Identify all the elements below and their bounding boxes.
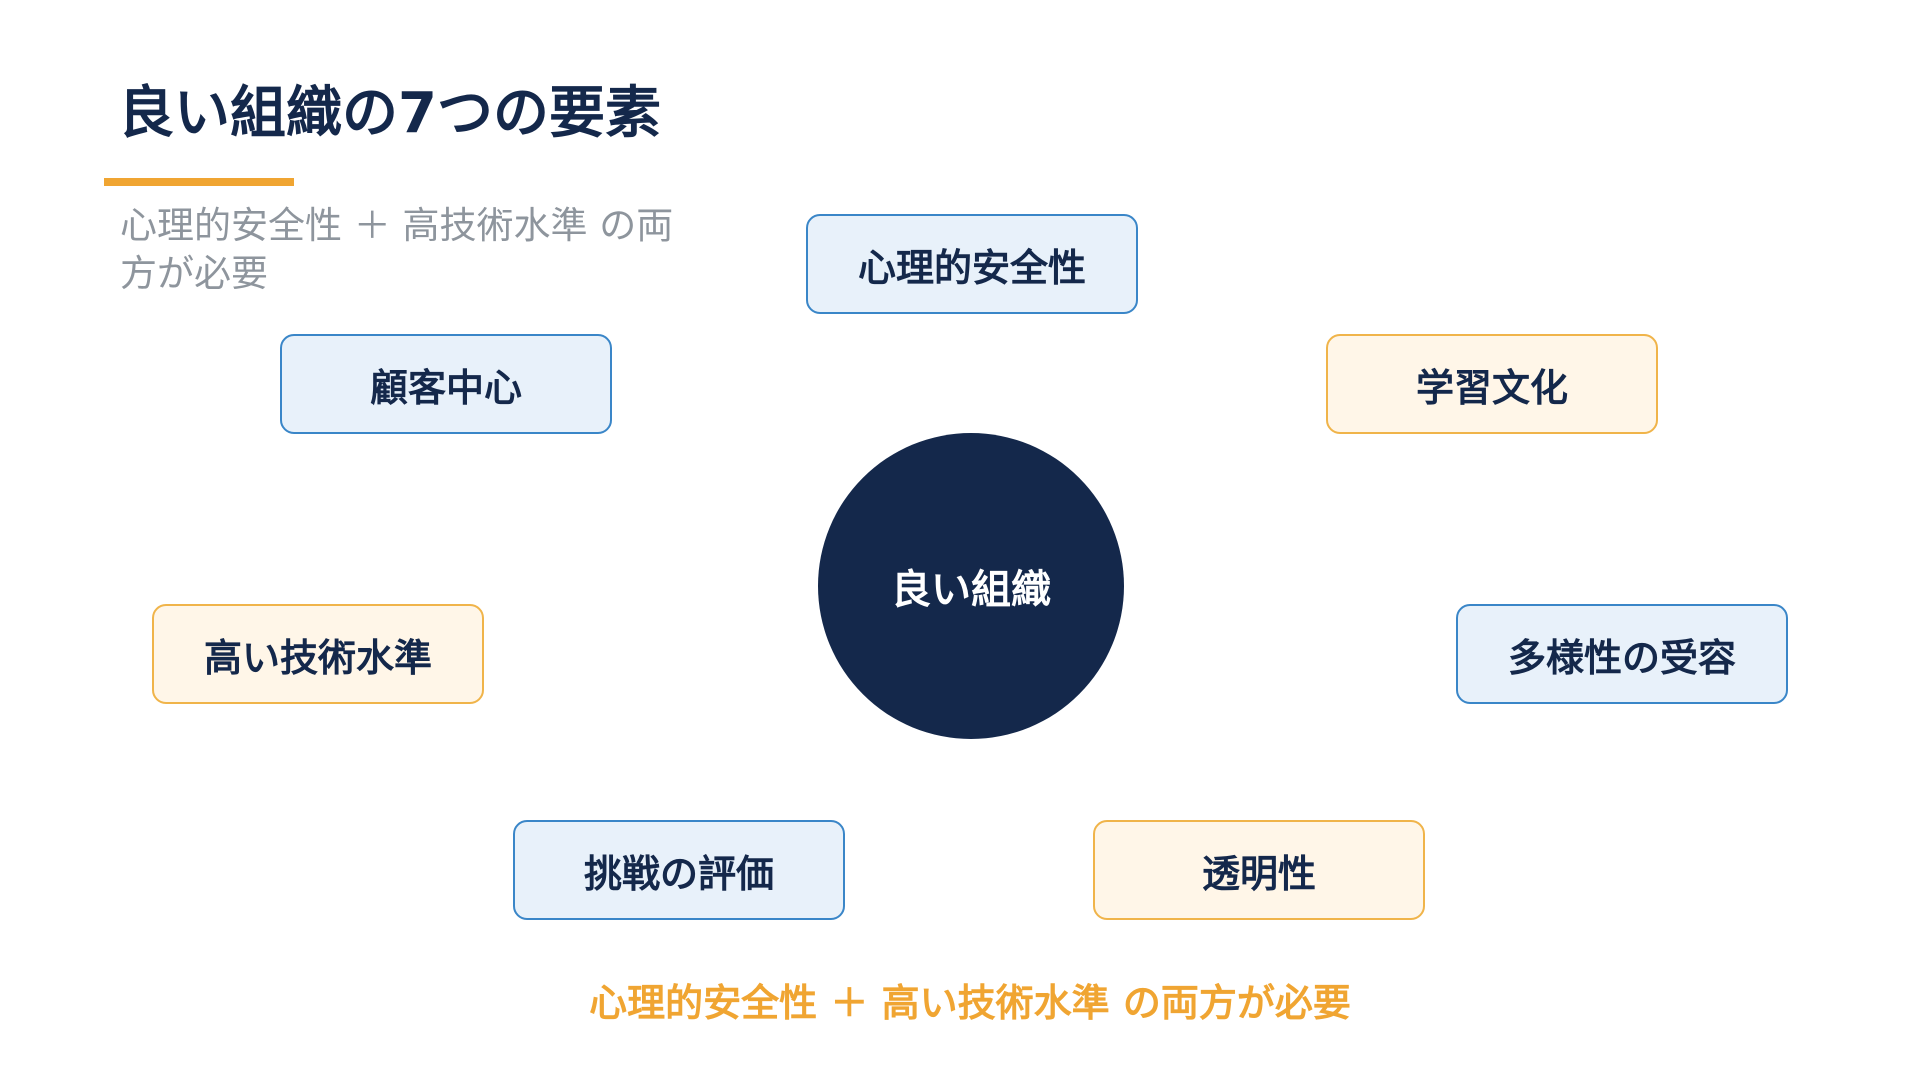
node-high-technical-standard[interactable]: 高い技術水準 xyxy=(152,604,484,704)
slide-subtitle: 心理的安全性 ＋ 高技術水準 の両方が必要 xyxy=(120,204,674,295)
node-diversity-acceptance[interactable]: 多様性の受容 xyxy=(1456,604,1788,704)
node-customer-centric[interactable]: 顧客中心 xyxy=(280,334,612,434)
center-node-good-organization: 良い組織 xyxy=(818,433,1124,739)
node-challenge-evaluation[interactable]: 挑戦の評価 xyxy=(513,820,845,920)
slide-title: 良い組織の7つの要素 xyxy=(118,81,661,146)
node-psychological-safety[interactable]: 心理的安全性 xyxy=(806,214,1138,314)
footer-message: 心理的安全性 ＋ 高い技術水準 の両方が必要 xyxy=(589,981,1351,1025)
title-accent-bar xyxy=(104,178,294,186)
node-transparency[interactable]: 透明性 xyxy=(1093,820,1425,920)
node-learning-culture[interactable]: 学習文化 xyxy=(1326,334,1658,434)
